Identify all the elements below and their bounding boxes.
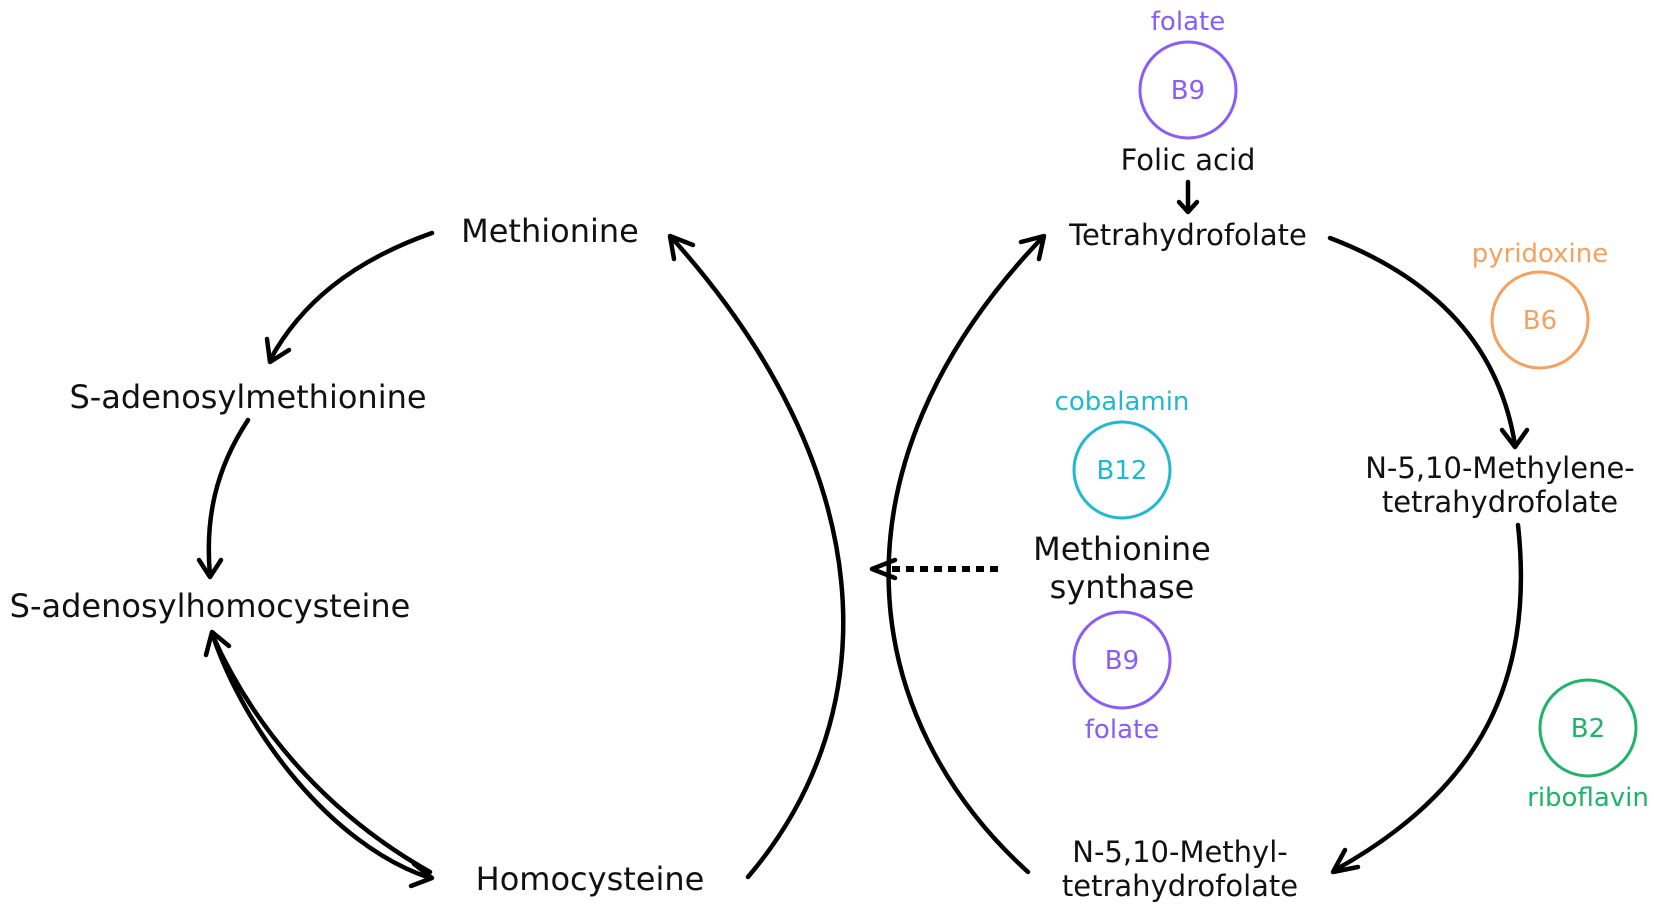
methylene-thf-line2: tetrahydrofolate	[1382, 485, 1618, 519]
methylene-thf-line1: N-5,10-Methylene-	[1365, 451, 1635, 485]
arrow-methionine-to-sam	[267, 230, 435, 363]
arrow-methyl-thf-to-thf-head	[1018, 233, 1047, 262]
b12-badge: B12	[1097, 456, 1148, 486]
b9-top-circle	[1138, 40, 1238, 140]
b2-circle	[1538, 678, 1638, 778]
arrow-homocysteine-to-methionine	[669, 235, 846, 880]
b9-mid-badge: B9	[1105, 646, 1139, 676]
arrow-homocysteine-to-sah-head	[203, 629, 232, 658]
arrow-homocysteine-to-sah	[209, 631, 433, 875]
arrow-methionine-to-sam-head	[264, 336, 292, 365]
arrow-sah-to-homocysteine	[210, 633, 433, 881]
riboflavin-name: riboflavin	[1527, 783, 1649, 813]
b2-badge: B2	[1571, 714, 1605, 744]
arrow-thf-to-methylene-thf	[1327, 235, 1518, 448]
methionine-synthase-line2: synthase	[1050, 568, 1195, 606]
arrow-methyl-thf-to-thf	[886, 235, 1045, 875]
methionine-label: Methionine	[461, 212, 639, 250]
sah-label: S-adenosylhomocysteine	[10, 587, 411, 625]
thf-label: Tetrahydrofolate	[1068, 218, 1307, 252]
arrow-sam-to-sah-head	[196, 557, 224, 580]
b9-top-badge: B9	[1171, 76, 1205, 106]
arrow-methylene-to-methyl-thf	[1332, 522, 1524, 873]
b6-circle	[1490, 270, 1590, 370]
folate-name-top: folate	[1151, 7, 1225, 37]
methyl-thf-line2: tetrahydrofolate	[1062, 869, 1298, 903]
homocysteine-label: Homocysteine	[476, 860, 705, 898]
folate-name-mid: folate	[1085, 715, 1159, 745]
sam-label: S-adenosylmethionine	[69, 378, 426, 416]
folic-acid-label: Folic acid	[1121, 143, 1256, 177]
methyl-thf-line1: N-5,10-Methyl-	[1072, 835, 1288, 869]
arrow-folic-acid-to-thf-head	[1176, 199, 1200, 215]
arrow-homocysteine-to-methionine-head	[667, 233, 696, 262]
cobalamin-name: cobalamin	[1055, 387, 1190, 417]
pyridoxine-name: pyridoxine	[1472, 239, 1609, 269]
b6-badge: B6	[1523, 306, 1557, 336]
arrow-thf-to-methylene-thf-head	[1499, 427, 1530, 450]
b12-circle	[1072, 420, 1172, 520]
arrow-methylene-to-methyl-thf-head	[1330, 847, 1361, 875]
arrow-sam-to-sah	[206, 417, 251, 578]
dotted-arrow-head	[869, 557, 898, 581]
methionine-synthase-line1: Methionine	[1033, 530, 1211, 568]
b9-mid-circle	[1072, 610, 1172, 710]
